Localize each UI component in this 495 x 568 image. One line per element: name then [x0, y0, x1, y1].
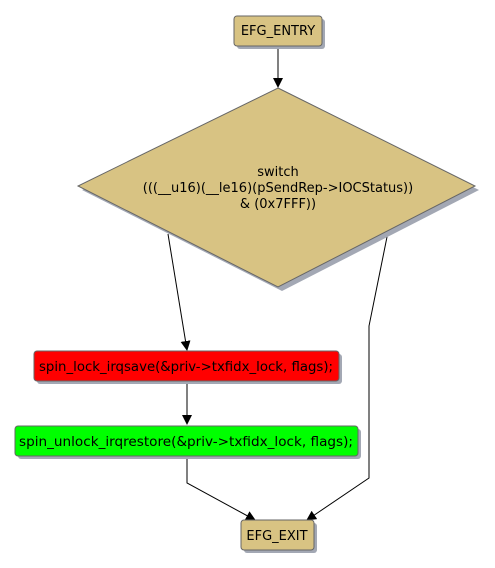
edge-unlock-to-exit: [186, 458, 256, 521]
switch-node[interactable]: switch (((__u16)(__le16)(pSendRep->IOCSt…: [76, 87, 479, 291]
lock-node[interactable]: spin_lock_irqsave(&priv->txfidx_lock, fl…: [33, 350, 342, 384]
switch-node-line-2: (((__u16)(__le16)(pSendRep->IOCStatus)): [143, 181, 413, 196]
exit-node-label: EFG_EXIT: [246, 529, 307, 544]
exit-node[interactable]: EFG_EXIT: [240, 519, 317, 553]
unlock-node[interactable]: spin_unlock_irqrestore(&priv->txfidx_loc…: [14, 425, 361, 459]
entry-node[interactable]: EFG_ENTRY: [233, 15, 325, 49]
edge-switch-to-exit: [306, 231, 389, 521]
edge-switch-to-lock: [167, 233, 191, 351]
edges: [167, 47, 389, 521]
entry-node-box: [233, 15, 323, 47]
lock-node-label: spin_lock_irqsave(&priv->txfidx_lock, fl…: [39, 360, 333, 375]
lock-node-box: [33, 350, 340, 382]
exit-node-box: [240, 519, 315, 551]
switch-node-diamond: [76, 87, 477, 288]
switch-node-line-3: & (0x7FFF)): [240, 197, 316, 212]
switch-node-line-1: switch: [257, 165, 299, 180]
unlock-node-label: spin_unlock_irqrestore(&priv->txfidx_loc…: [19, 435, 353, 450]
unlock-node-box: [14, 425, 359, 457]
entry-node-label: EFG_ENTRY: [241, 24, 315, 39]
